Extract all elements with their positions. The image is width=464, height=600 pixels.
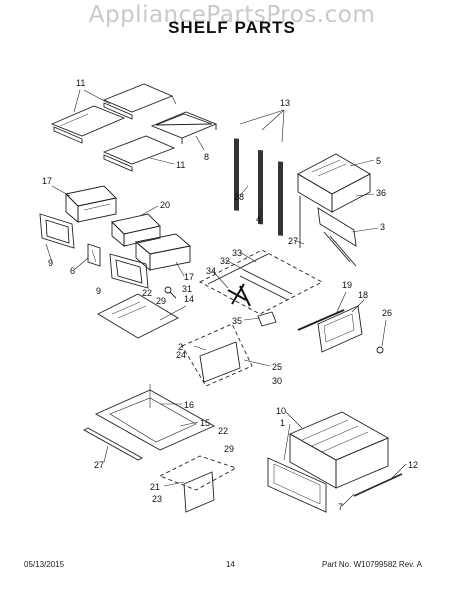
callout-21: 21 bbox=[150, 482, 160, 492]
callout-5: 5 bbox=[376, 156, 381, 166]
callout-14: 14 bbox=[184, 294, 194, 304]
drawer-17-lower bbox=[135, 233, 191, 271]
callout-27: 27 bbox=[94, 460, 104, 470]
callout-22: 22 bbox=[218, 426, 228, 436]
callout-30: 30 bbox=[272, 376, 282, 386]
callout-19: 19 bbox=[342, 280, 352, 290]
shelf-upper-left bbox=[50, 105, 126, 144]
callout-11: 11 bbox=[76, 78, 85, 88]
callout-31: 31 bbox=[182, 284, 192, 294]
watermark: AppliancePartsPros.com bbox=[88, 2, 376, 28]
screw-26 bbox=[376, 346, 384, 354]
control-assembly-33 bbox=[199, 249, 323, 315]
callout-11: 11 bbox=[176, 160, 185, 170]
callout-4: 4 bbox=[256, 214, 261, 224]
callout-9: 9 bbox=[96, 286, 101, 296]
callout-15: 15 bbox=[200, 418, 210, 428]
latch-assembly-25 bbox=[181, 323, 253, 387]
callout-22: 22 bbox=[142, 288, 152, 298]
callout-27: 27 bbox=[288, 236, 298, 246]
footer-page: 14 bbox=[226, 560, 235, 569]
shelf-upper-middle bbox=[102, 83, 177, 120]
page-title: SHELF PARTS bbox=[168, 18, 296, 37]
latch-assembly-23 bbox=[158, 455, 238, 513]
shelf-track-13 bbox=[234, 138, 283, 236]
callout-8: 8 bbox=[204, 152, 209, 162]
drawer-20 bbox=[111, 213, 161, 247]
crisper-frame-16 bbox=[94, 384, 216, 451]
callout-20: 20 bbox=[160, 200, 170, 210]
screw-22 bbox=[164, 286, 177, 299]
callout-24: 24 bbox=[176, 350, 186, 360]
footer-part-no: Part No. W10799582 Rev. A bbox=[322, 560, 422, 569]
callout-12: 12 bbox=[408, 460, 418, 470]
bracket-6 bbox=[87, 243, 101, 267]
callout-33: 33 bbox=[232, 248, 242, 258]
callout-17: 17 bbox=[42, 176, 52, 186]
crisper-drawer-10 bbox=[288, 411, 390, 489]
callout-25: 25 bbox=[272, 362, 282, 372]
drawer-front-9-top bbox=[39, 213, 75, 249]
bracket-35 bbox=[257, 311, 277, 327]
callout-32: 32 bbox=[220, 256, 230, 266]
callout-34: 34 bbox=[206, 266, 216, 276]
callout-28: 28 bbox=[234, 192, 244, 202]
callout-23: 23 bbox=[152, 494, 162, 504]
drawer-17-top bbox=[65, 185, 117, 223]
shelf-right-8 bbox=[150, 111, 218, 144]
callout-1: 1 bbox=[280, 418, 285, 428]
callout-13: 13 bbox=[280, 98, 290, 108]
callout-36: 36 bbox=[376, 188, 386, 198]
callout-10: 10 bbox=[276, 406, 286, 416]
callout-17: 17 bbox=[184, 272, 194, 282]
callout-2: 2 bbox=[178, 342, 183, 352]
drawer-front-1 bbox=[267, 457, 327, 513]
shelf-lower-middle bbox=[102, 135, 176, 172]
rail-19 bbox=[297, 309, 345, 331]
callout-16: 16 bbox=[184, 400, 194, 410]
callout-labels: 11 11 8 13 5 36 3 17 20 9 6 17 31 28 4 2… bbox=[42, 78, 418, 512]
footer-date: 05/13/2015 bbox=[24, 560, 65, 569]
drawer-front-9-lower bbox=[109, 253, 149, 289]
callout-29: 29 bbox=[224, 444, 234, 454]
glass-shelf-14 bbox=[97, 293, 179, 339]
leader-lines bbox=[45, 89, 407, 507]
callout-18: 18 bbox=[358, 290, 368, 300]
crisper-cover-5 bbox=[297, 153, 371, 213]
control-box-18 bbox=[317, 305, 363, 353]
trim-27-bottom bbox=[83, 427, 143, 461]
callout-29: 29 bbox=[156, 296, 166, 306]
callout-9: 9 bbox=[48, 258, 53, 268]
callout-35: 35 bbox=[232, 316, 242, 326]
callout-3: 3 bbox=[380, 222, 385, 232]
rod-12 bbox=[353, 473, 403, 497]
divider-3 bbox=[299, 196, 357, 267]
callout-6: 6 bbox=[70, 266, 75, 276]
callout-7: 7 bbox=[338, 502, 343, 512]
callout-26: 26 bbox=[382, 308, 392, 318]
harness-34 bbox=[227, 283, 251, 307]
